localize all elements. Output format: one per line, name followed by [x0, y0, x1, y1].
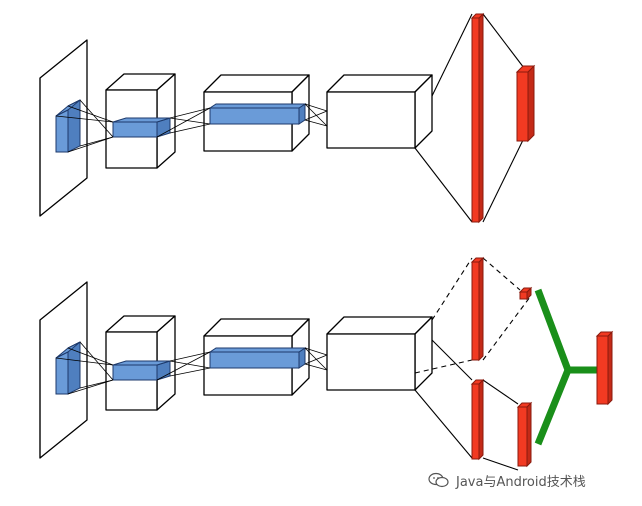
watermark-text: Java与Android技术栈 — [456, 474, 586, 490]
conv1-feature-block — [112, 360, 171, 381]
wechat-bubble-icon — [428, 472, 449, 488]
final-output-layer — [595, 330, 614, 406]
connection-lines — [55, 13, 525, 223]
conv-layer-3 — [326, 316, 433, 391]
output-small-branch-a — [518, 286, 533, 301]
fc-layer — [470, 12, 485, 224]
conv2-feature-block — [208, 103, 307, 125]
input-receptive-field — [55, 99, 81, 153]
output-layer — [515, 64, 536, 143]
fc-layer-branch-a — [470, 256, 485, 362]
connection-lines — [55, 257, 531, 471]
conv-layer-3 — [326, 74, 433, 149]
fc-layer-branch-b — [470, 378, 485, 461]
siamese-network — [39, 256, 614, 471]
watermark: Java与Android技术栈 — [428, 470, 586, 490]
input-receptive-field — [55, 341, 81, 395]
merge-connector — [534, 288, 597, 446]
output-branch-b — [516, 401, 533, 468]
single-network — [39, 12, 536, 224]
conv2-feature-block — [208, 347, 307, 369]
